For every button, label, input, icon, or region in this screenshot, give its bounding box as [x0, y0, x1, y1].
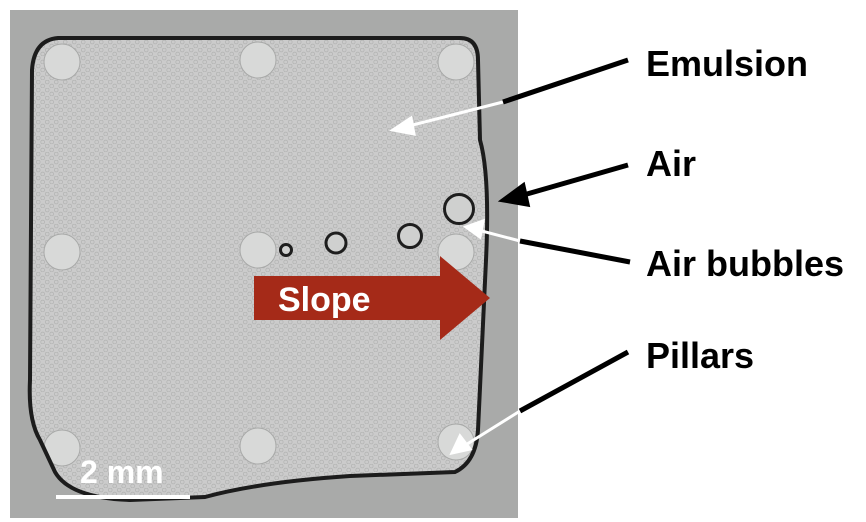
chamber-wall [27, 36, 490, 503]
bubbles-leader-line [519, 238, 631, 265]
label-emulsion: Emulsion [646, 43, 809, 84]
pillars-pointer-line [463, 409, 521, 448]
pillar [43, 233, 81, 271]
slope-arrow [254, 256, 490, 340]
label-air-bubbles: Air bubbles [646, 243, 845, 284]
scale-bar-label: 2 mm [80, 454, 164, 490]
air-bubble [279, 243, 293, 257]
pillars-leader-line [518, 349, 630, 414]
bubbles-pointer-line [477, 228, 521, 243]
pillar [239, 427, 277, 465]
air-leader-head [497, 181, 531, 208]
label-leader-lines [497, 57, 631, 414]
white-pointer-arrows [389, 100, 521, 456]
emulsion-pointer-head [389, 115, 416, 136]
slope-label: Slope [278, 281, 371, 319]
bubbles-pointer-head [462, 218, 485, 240]
label-air: Air [646, 143, 697, 184]
pillar [437, 43, 475, 81]
air-bubble [443, 193, 475, 225]
air-bubbles [279, 193, 475, 257]
air-leader-line [519, 162, 629, 199]
pillar [239, 41, 277, 79]
pillars-pointer-head [449, 433, 473, 456]
pillar [43, 43, 81, 81]
label-pillars: Pillars [646, 335, 755, 376]
emulsion-chamber [29, 38, 488, 500]
pillars [43, 41, 475, 467]
emulsion-leader-line [502, 57, 629, 105]
air-bubble [324, 231, 348, 255]
emulsion-pointer-line [404, 100, 504, 129]
air-bubble [397, 223, 423, 249]
pillar [239, 231, 277, 269]
